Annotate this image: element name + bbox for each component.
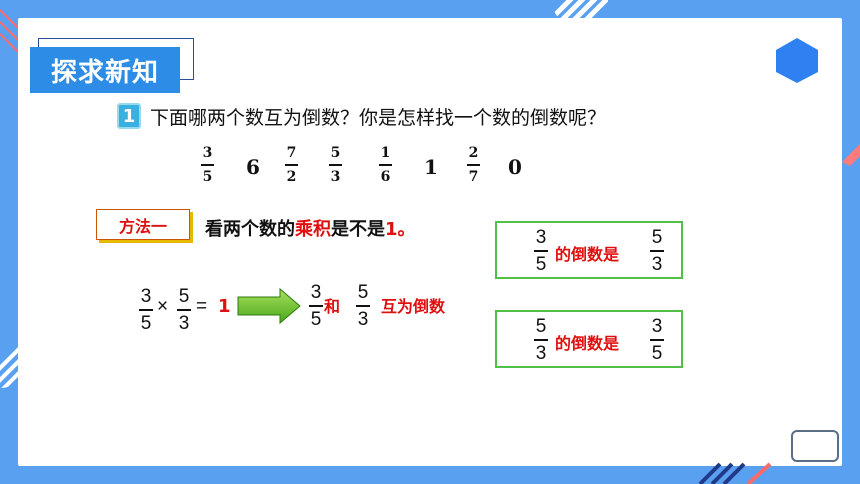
denominator: 7: [468, 168, 479, 185]
question-number-badge: 1: [117, 103, 141, 129]
method-label: 方法一: [96, 209, 190, 240]
hexagon-icon: [776, 38, 818, 83]
arrow-right-icon: [237, 287, 301, 325]
numerator: 7: [286, 145, 297, 161]
method-text-prefix: 看两个数的: [205, 219, 295, 240]
numerator: 3: [310, 282, 322, 303]
section-title: 探求新知: [30, 47, 180, 93]
denominator: 5: [140, 312, 152, 334]
numerator: 2: [468, 145, 479, 161]
numerator: 3: [202, 145, 213, 161]
box-text: 的倒数是: [555, 245, 620, 264]
denominator: 3: [178, 312, 190, 334]
denominator: 2: [286, 168, 297, 185]
bottom-stripes: [698, 462, 772, 484]
equation-result: 1: [218, 296, 231, 317]
numerator: 5: [535, 316, 547, 337]
next-slide-button[interactable]: [791, 430, 839, 462]
denominator: 6: [380, 168, 391, 185]
equals-sign: =: [196, 296, 208, 317]
denominator: 5: [202, 168, 213, 185]
denominator: 3: [535, 342, 547, 364]
conclusion-text: 互为倒数: [381, 297, 446, 316]
numerator: 3: [140, 286, 152, 307]
method-description: 看两个数的乘积是不是1。: [205, 215, 416, 241]
method-text-highlight: 乘积: [295, 219, 331, 240]
number-6: 6: [246, 155, 260, 179]
times-sign: ×: [157, 296, 169, 317]
method-text-middle: 是不是: [331, 219, 385, 240]
stripe-circle-left: [0, 332, 28, 388]
denominator: 5: [535, 253, 547, 275]
numerator: 5: [651, 227, 663, 248]
numerator: 1: [380, 145, 391, 161]
numerator: 5: [178, 286, 190, 307]
numerator: 5: [330, 145, 341, 161]
numerator: 3: [651, 316, 663, 337]
coral-stripe-right: [842, 144, 860, 166]
question-text: 下面哪两个数互为倒数？你是怎样找一个数的倒数呢？: [150, 107, 607, 129]
denominator: 3: [330, 168, 341, 185]
denominator: 3: [357, 308, 369, 330]
method-text-highlight-2: 1。: [385, 219, 416, 240]
numerator: 3: [535, 227, 547, 248]
box-text: 的倒数是: [555, 334, 620, 353]
numerator: 5: [357, 282, 369, 303]
denominator: 3: [651, 253, 663, 275]
denominator: 5: [651, 342, 663, 364]
conclusion-and: 和: [324, 297, 341, 316]
number-0: 0: [508, 155, 522, 179]
denominator: 5: [310, 308, 322, 330]
number-1: 1: [424, 155, 438, 179]
